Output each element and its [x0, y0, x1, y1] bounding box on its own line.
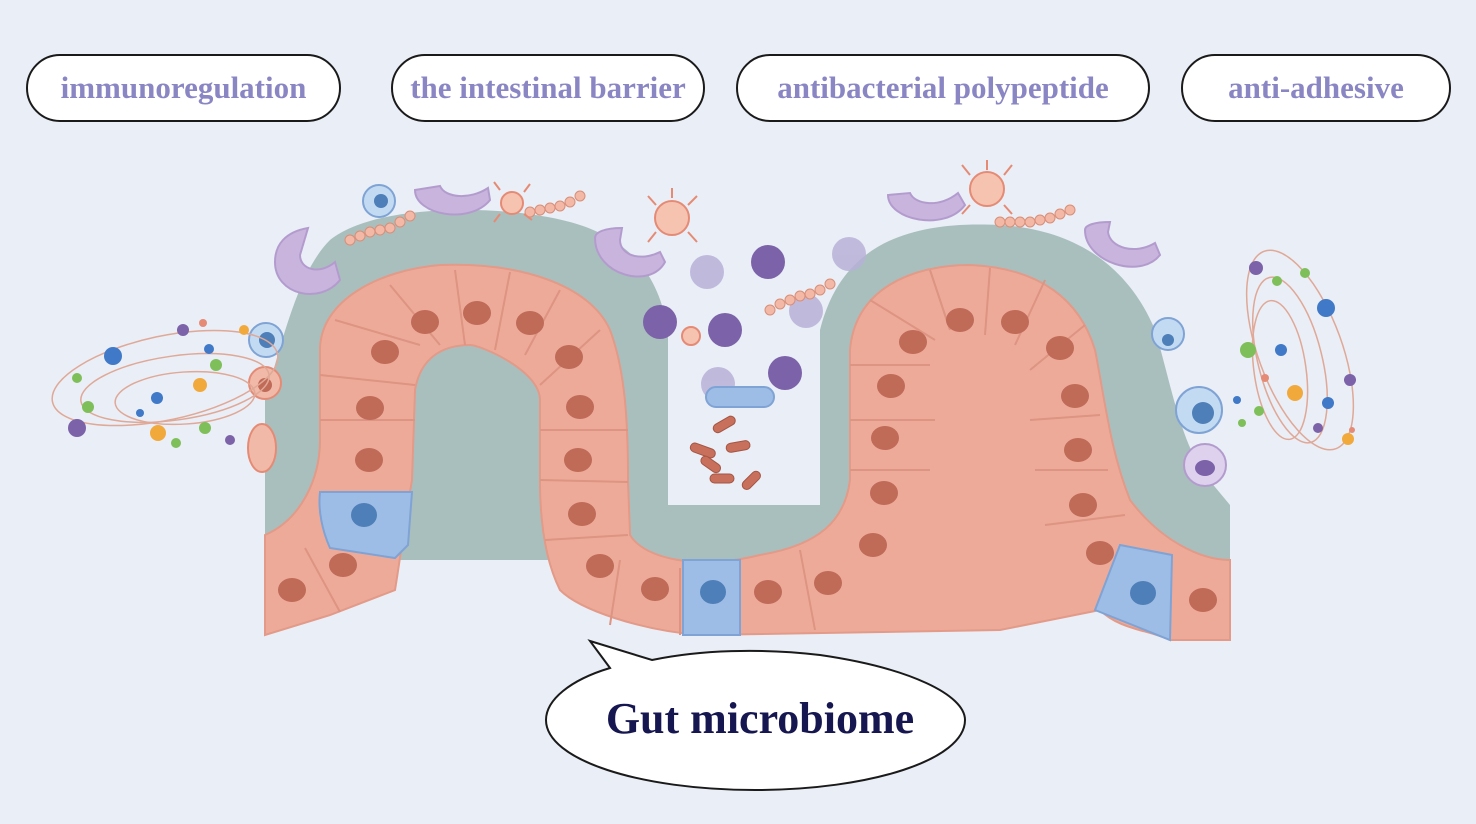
label-antibacterial-polypeptide: antibacterial polypeptide: [736, 54, 1150, 122]
cell-nuclei: [278, 301, 1217, 612]
bead-chains: [344, 190, 1076, 316]
speech-bubble: [544, 639, 967, 792]
dark-purple-balls: [643, 245, 802, 390]
label-immunoregulation-text: immunoregulation: [60, 70, 307, 105]
label-antibacterial-polypeptide-text: antibacterial polypeptide: [777, 70, 1109, 105]
microbial-spiral-right: [1233, 249, 1356, 451]
label-immunoregulation: immunoregulation: [26, 54, 341, 122]
gut-microbiome-label: Gut microbiome: [606, 694, 914, 743]
blue-capsule: [705, 386, 775, 408]
label-intestinal-barrier: the intestinal barrier: [391, 54, 705, 122]
dendritic-cells: [493, 160, 1013, 346]
label-anti-adhesive: anti-adhesive: [1181, 54, 1451, 122]
purple-crescents: [273, 184, 1162, 295]
label-intestinal-barrier-text: the intestinal barrier: [410, 70, 686, 105]
blue-nuclei: [351, 503, 1156, 605]
rod-bacteria: [689, 415, 761, 490]
label-anti-adhesive-text: anti-adhesive: [1228, 70, 1404, 105]
microbial-spiral-left: [51, 319, 279, 448]
epithelial-layer: [264, 263, 1231, 641]
